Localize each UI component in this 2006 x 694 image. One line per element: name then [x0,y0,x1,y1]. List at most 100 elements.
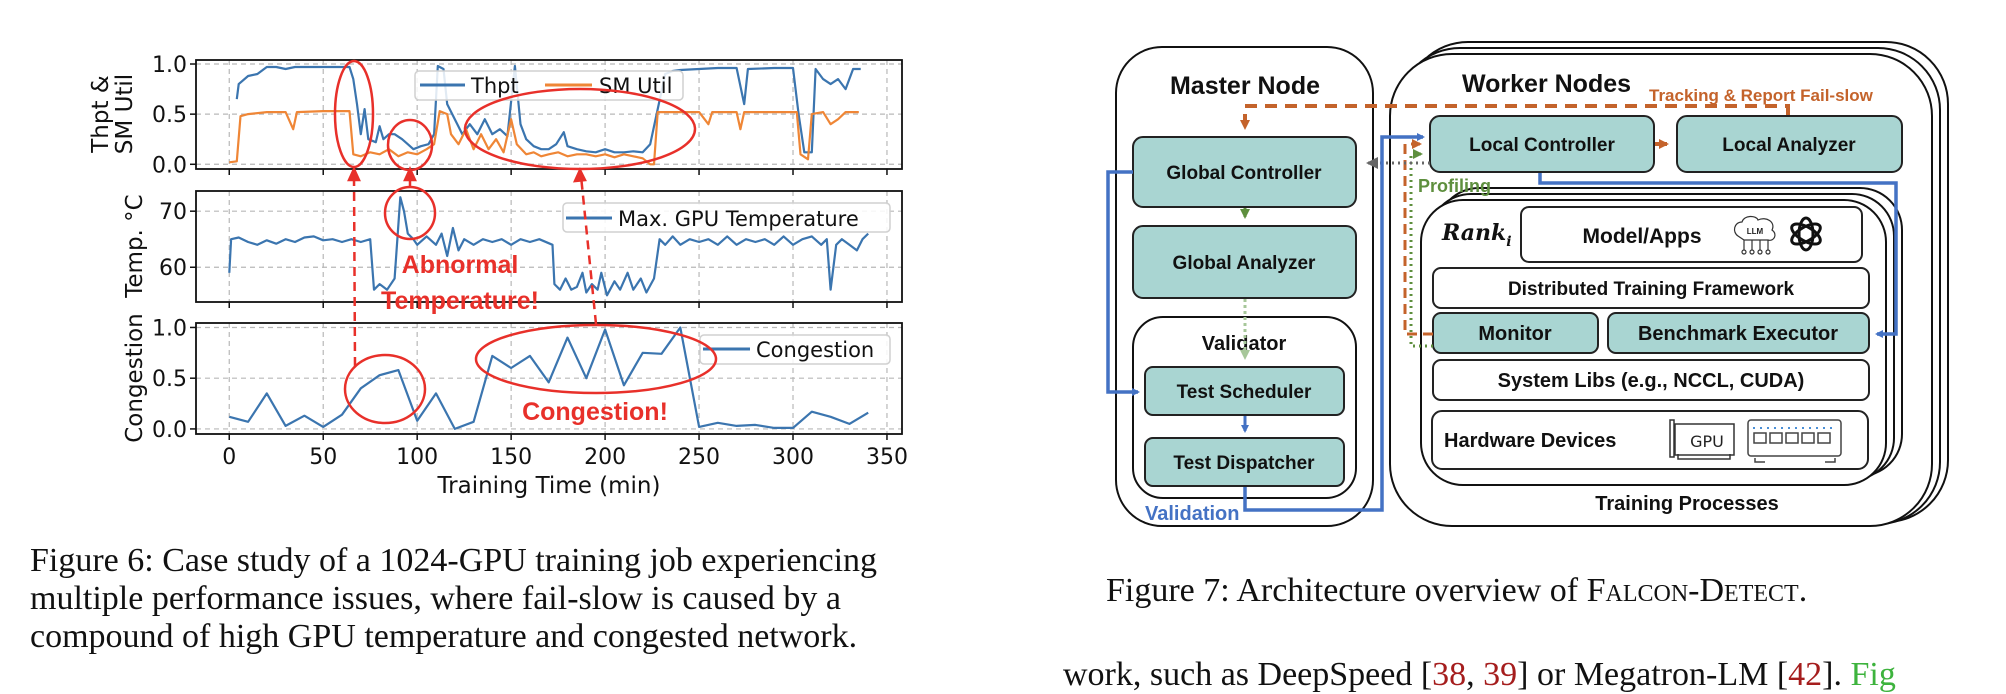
benchmark-executor-label: Benchmark Executor [1638,323,1838,345]
congestion-small-ellipse [343,353,427,425]
body-text: ] or Megatron-LM [ [1517,656,1789,693]
master-node-title: Master Node [1170,72,1320,100]
local-controller-label: Local Controller [1469,135,1615,156]
hardware-devices-box: Hardware Devices GPU [1431,410,1869,470]
legend-temp-label: Max. GPU Temperature [618,207,859,231]
dashed-arrow-1 [352,175,357,367]
figure-7-caption: Figure 7: Architecture overview of Falco… [1106,572,1807,610]
panel-frame [195,59,903,170]
y-tick-label: 0.0 [152,153,187,178]
system-libs-box: System Libs (e.g., NCCL, CUDA) [1432,359,1870,401]
monitor-box: Monitor [1432,312,1599,354]
body-text: work, such as DeepSpeed [ [1063,656,1433,693]
annotation-temperature: Temperature! [381,287,539,315]
y-tick-label: 1.0 [152,53,187,78]
congestion-large-ellipse [474,323,718,395]
system-name: Falcon-Detect [1586,572,1799,609]
test-dispatcher-label: Test Dispatcher [1173,453,1315,474]
validation-label: Validation [1145,503,1239,525]
series-line-congestion [229,326,869,430]
bottom-ylabel: Congestion [122,313,148,443]
training-processes-label: Training Processes [1595,493,1778,515]
y-tick-label: 0.5 [152,367,187,392]
x-tick-label: 200 [584,445,626,470]
model-apps-box: Model/Apps LLM [1520,206,1863,263]
arrowhead-3 [572,167,587,183]
temp-spike-ellipse [383,185,437,241]
figure-7-caption-prefix: Figure 7: Architecture overview of [1106,572,1587,609]
network-switch-icon [1747,419,1842,463]
llm-brain-icon: LLM [1733,215,1776,255]
figure-link[interactable]: Fig [1850,656,1896,693]
x-tick-label: 350 [866,445,908,470]
annotation-congestion: Congestion! [522,398,668,426]
local-controller-box: Local Controller [1429,115,1655,173]
y-tick-label: 0.5 [152,103,187,128]
middle-ylabel: Temp. °C [122,194,148,298]
gpu-card-icon: GPU [1669,419,1735,460]
test-dispatcher-box: Test Dispatcher [1144,437,1345,487]
top-ylabel-line1: Thpt & [88,75,114,154]
panel-frame [195,322,903,435]
citation-link[interactable]: 38 [1432,656,1467,693]
x-tick-label: 250 [678,445,720,470]
x-tick-label: 300 [772,445,814,470]
local-analyzer-box: Local Analyzer [1676,115,1903,173]
body-text: ]. [1822,656,1851,693]
monitor-tracking-arrow [1403,139,1433,336]
x-tick-label: 100 [396,445,438,470]
y-tick-label: 70 [159,200,187,225]
x-tick-label: 150 [490,445,532,470]
figure-7-diagram: Master Node Worker Nodes Tracking & Repo… [1106,41,1949,527]
gpu-icon-text: GPU [1690,432,1724,451]
y-tick-label: 60 [159,256,187,281]
openai-logo-icon [1790,216,1822,252]
panel-frame [195,190,903,303]
connectors [1106,104,1898,512]
body-text-line: work, such as DeepSpeed [38, 39] or Mega… [1063,656,1896,694]
global-analyzer-box: Global Analyzer [1132,225,1357,299]
figure-6-caption-line: multiple performance issues, where fail-… [30,580,842,617]
local-controller-to-benchmark-arrow [1538,173,1898,338]
figure-6-caption: Figure 6: Case study of a 1024-GPU train… [30,542,877,656]
validation-arrow [1243,133,1425,512]
model-apps-label: Model/Apps [1583,225,1702,248]
top-ylabel-line2: SM Util [112,74,138,154]
controller-to-scheduler-arrow [1106,170,1140,396]
citation-link[interactable]: 42 [1788,656,1823,693]
llm-icon-text: LLM [1747,227,1764,236]
x-axis-label: Training Time (min) [437,473,661,499]
local-analyzer-label: Local Analyzer [1722,135,1856,156]
global-analyzer-label: Global Analyzer [1173,253,1316,274]
arrowhead-1 [347,165,361,182]
figure-6-chart: 0.0 0.5 1.0 60 70 0.0 0.5 1.0 0 50 100 150 200 250 300… [88,53,908,499]
worker-nodes-title: Worker Nodes [1462,70,1631,98]
tracking-report-arrow [1240,104,1790,130]
series-line-thpt [235,64,861,154]
test-scheduler-box: Test Scheduler [1144,366,1345,416]
x-tick-label: 50 [309,445,337,470]
figure-7-caption-suffix: . [1798,572,1808,609]
global-controller-label: Global Controller [1166,163,1322,184]
annotation-abnormal: Abnormal [402,251,519,279]
system-libs-label: System Libs (e.g., NCCL, CUDA) [1498,370,1805,392]
annotations [333,59,718,425]
profiling-label: Profiling [1418,176,1491,196]
citation-link[interactable]: 39 [1483,656,1518,693]
x-tick-label: 0 [222,445,236,470]
distributed-training-framework-label: Distributed Training Framework [1508,279,1795,300]
y-tick-label: 0.0 [152,418,187,443]
arrowhead-2 [403,165,417,182]
monitor-label: Monitor [1478,323,1552,345]
rank-subscript: i [1506,234,1511,250]
body-text: , [1466,656,1484,693]
y-tick-label: 1.0 [152,316,187,341]
test-scheduler-label: Test Scheduler [1177,382,1312,403]
global-controller-box: Global Controller [1132,136,1357,208]
distributed-training-framework-box: Distributed Training Framework [1432,267,1870,309]
benchmark-executor-box: Benchmark Executor [1607,312,1870,354]
legend-thpt-label: Thpt [470,74,519,98]
figure-6-caption-line: compound of high GPU temperature and con… [30,618,858,655]
dashed-arrow-3 [579,175,598,325]
legend-congestion-label: Congestion [756,338,874,362]
